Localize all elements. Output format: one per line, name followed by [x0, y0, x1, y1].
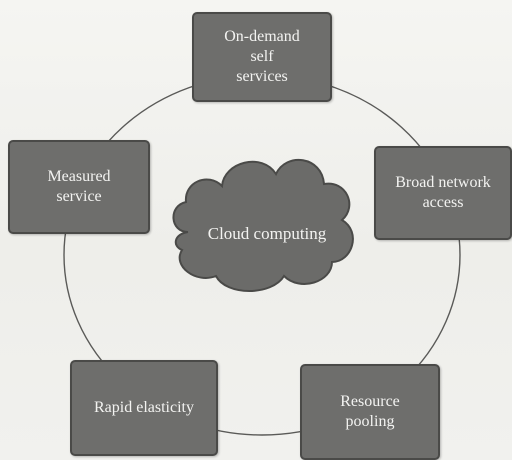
node-resource-pooling: Resource pooling [300, 364, 440, 460]
node-measured-service: Measured service [8, 140, 150, 234]
cloud-icon [172, 158, 354, 292]
center-label: Cloud computing [207, 224, 327, 243]
node-broad-network-access: Broad network access [374, 146, 512, 240]
node-rapid-elasticity: Rapid elasticity [70, 360, 218, 456]
node-on-demand-self-services: On-demand self services [192, 12, 332, 102]
